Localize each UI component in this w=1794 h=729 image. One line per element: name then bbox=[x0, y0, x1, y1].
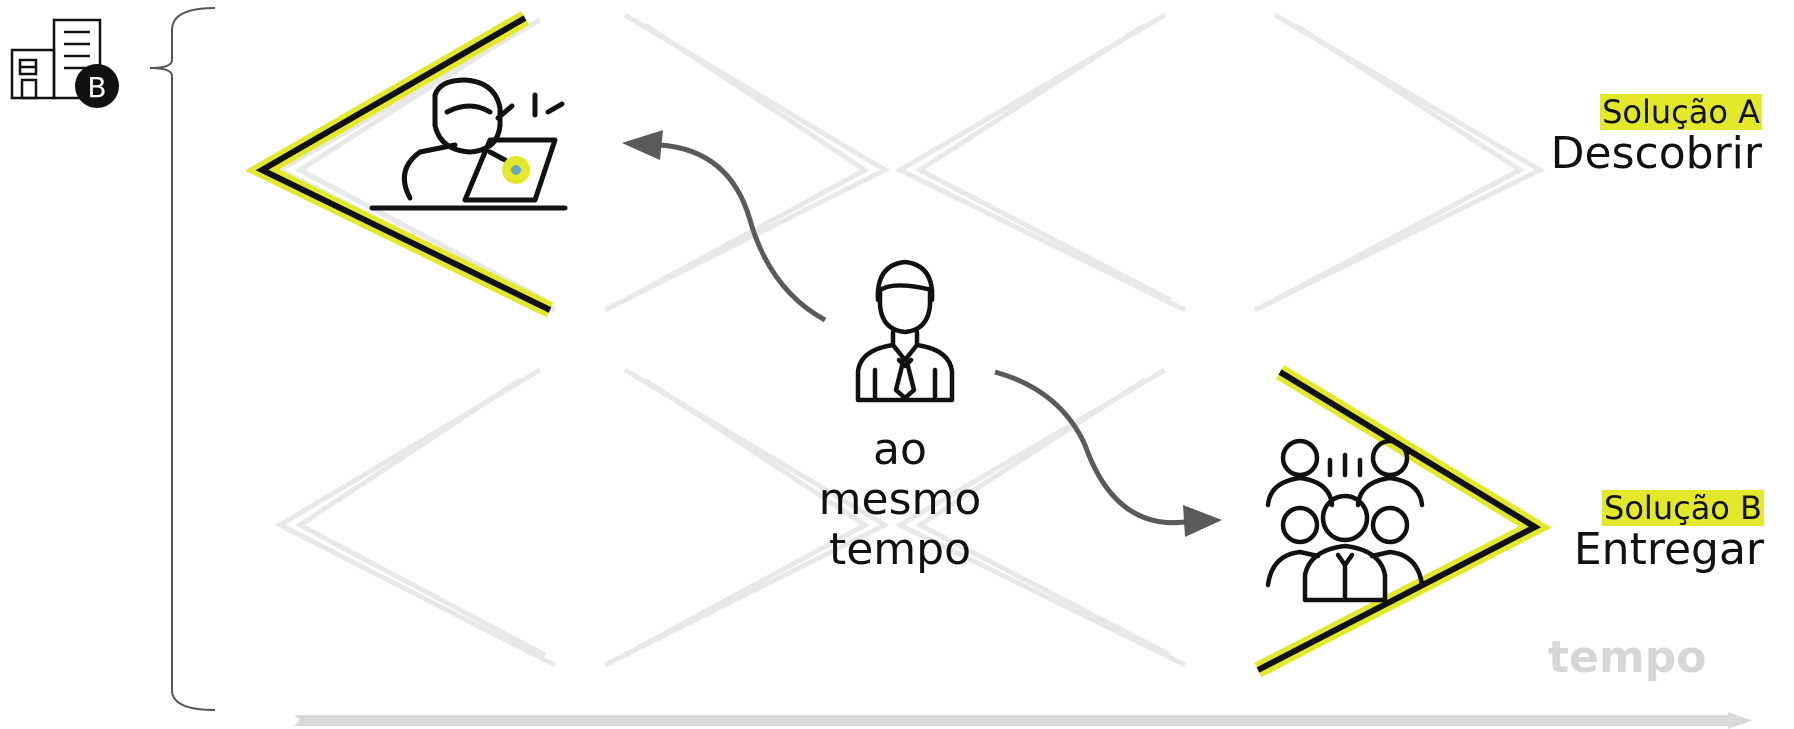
arrow-to-solution-a bbox=[622, 130, 827, 323]
caption-line-2: tempo bbox=[828, 524, 972, 575]
hacker-laptop-icon bbox=[369, 77, 568, 211]
solution-b-tag: Solução B bbox=[1602, 489, 1764, 527]
solution-b-chevron bbox=[1254, 365, 1552, 678]
timeline-arrow bbox=[292, 712, 1752, 729]
team-group-icon bbox=[1265, 438, 1425, 603]
company-badge-circle bbox=[75, 64, 119, 108]
left-brace bbox=[149, 7, 216, 711]
simultaneous-caption: ao mesmo tempo bbox=[790, 425, 1010, 575]
arrow-to-solution-b bbox=[994, 369, 1222, 537]
company-badge-letter: B bbox=[87, 71, 106, 104]
background-chevron-grid bbox=[274, 12, 1546, 668]
solution-b-name: Entregar bbox=[1573, 524, 1764, 575]
solution-a-label: Solução A Descobrir bbox=[1551, 94, 1762, 178]
solution-a-chevron bbox=[244, 11, 554, 318]
solution-a-name: Descobrir bbox=[1550, 128, 1762, 179]
caption-line-1: ao mesmo bbox=[818, 424, 982, 525]
timeline-label: tempo bbox=[1548, 632, 1707, 683]
solution-a-tag: Solução A bbox=[1600, 93, 1762, 131]
solution-b-label: Solução B Entregar bbox=[1574, 490, 1764, 574]
businessman-icon bbox=[855, 259, 955, 403]
